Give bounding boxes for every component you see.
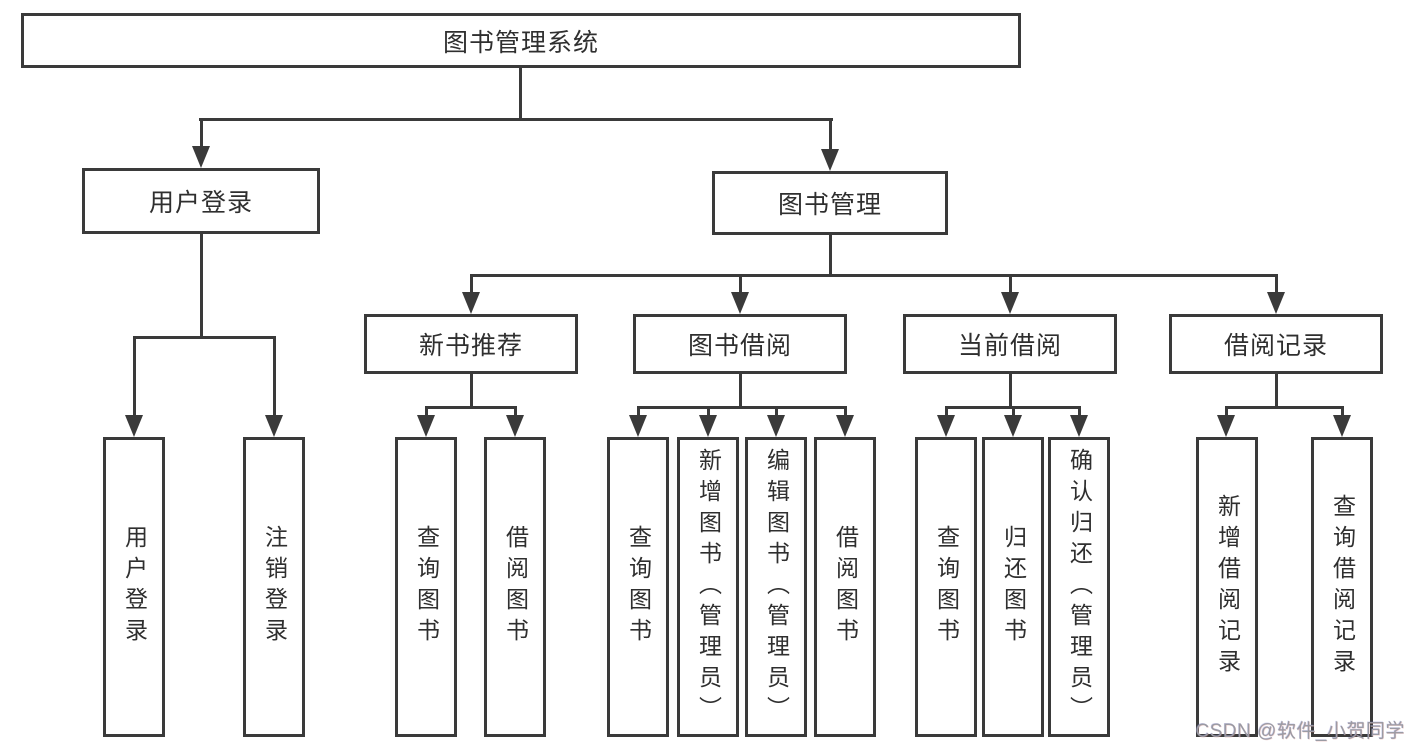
arrowhead-down-icon <box>629 415 647 437</box>
connector-line <box>707 406 710 418</box>
arrowhead-down-icon <box>462 292 480 314</box>
node-new-book-recommend: 新书推荐 <box>364 314 578 374</box>
connector-line <box>739 274 742 294</box>
leaf-nb-borrow-books: 借阅图书 <box>484 437 546 737</box>
csdn-watermark: CSDN @软件_小贺同学 <box>1195 721 1405 742</box>
arrowhead-down-icon <box>937 415 955 437</box>
arrowhead-down-icon <box>1217 415 1235 437</box>
connector-line <box>470 374 473 406</box>
connector-line <box>945 406 948 418</box>
arrowhead-down-icon <box>192 146 210 168</box>
connector-line <box>829 118 832 151</box>
leaf-user-login-label: 用户登录 <box>121 525 148 649</box>
leaf-nb-query-books-label: 查询图书 <box>413 525 440 649</box>
leaf-nb-borrow-books-label: 借阅图书 <box>502 525 529 649</box>
connector-line <box>1341 406 1344 418</box>
arrowhead-down-icon <box>125 415 143 437</box>
connector-line <box>1009 374 1012 406</box>
connector-line <box>199 118 833 121</box>
leaf-cb-return-books: 归还图书 <box>982 437 1044 737</box>
connector-line <box>470 274 473 294</box>
node-root-label: 图书管理系统 <box>442 28 599 57</box>
connector-line <box>1225 406 1344 409</box>
arrowhead-down-icon <box>1070 415 1088 437</box>
leaf-br-query-record: 查询借阅记录 <box>1311 437 1373 737</box>
node-book-management-label: 图书管理 <box>777 191 882 219</box>
node-root: 图书管理系统 <box>21 13 1021 68</box>
node-current-borrow: 当前借阅 <box>903 314 1117 374</box>
arrowhead-down-icon <box>1001 292 1019 314</box>
connector-line <box>739 374 742 406</box>
arrowhead-down-icon <box>821 149 839 171</box>
leaf-nb-query-books: 查询图书 <box>395 437 457 737</box>
connector-line <box>1225 406 1228 418</box>
connector-line <box>637 406 847 409</box>
arrowhead-down-icon <box>767 415 785 437</box>
leaf-cb-confirm-return-admin-label: 确认归还（管理员） <box>1066 447 1093 727</box>
leaf-logout-label: 注销登录 <box>261 525 288 649</box>
connector-line <box>1009 274 1012 294</box>
arrowhead-down-icon <box>731 292 749 314</box>
connector-line <box>200 118 203 148</box>
connector-line <box>425 406 428 418</box>
connector-line <box>829 235 832 274</box>
arrowhead-down-icon <box>836 415 854 437</box>
leaf-user-login: 用户登录 <box>103 437 165 737</box>
connector-line <box>200 234 203 336</box>
node-borrow-records-label: 借阅记录 <box>1223 332 1328 360</box>
connector-line <box>1012 406 1015 418</box>
connector-line <box>844 406 847 418</box>
node-current-borrow-label: 当前借阅 <box>957 332 1062 360</box>
node-new-book-recommend-label: 新书推荐 <box>418 332 523 360</box>
connector-line <box>775 406 778 418</box>
node-book-borrow-label: 图书借阅 <box>687 332 792 360</box>
connector-line <box>519 68 522 118</box>
leaf-bb-edit-books-admin-label: 编辑图书（管理员） <box>763 447 790 727</box>
arrowhead-down-icon <box>265 415 283 437</box>
leaf-bb-add-books-admin: 新增图书（管理员） <box>677 437 739 737</box>
leaf-bb-query-books-label: 查询图书 <box>625 525 652 649</box>
leaf-br-query-record-label: 查询借阅记录 <box>1329 494 1356 680</box>
connector-line <box>637 406 640 418</box>
leaf-logout: 注销登录 <box>243 437 305 737</box>
leaf-bb-edit-books-admin: 编辑图书（管理员） <box>745 437 807 737</box>
arrowhead-down-icon <box>506 415 524 437</box>
arrowhead-down-icon <box>1267 292 1285 314</box>
leaf-br-add-record-label: 新增借阅记录 <box>1214 494 1241 680</box>
leaf-cb-confirm-return-admin: 确认归还（管理员） <box>1048 437 1110 737</box>
leaf-cb-query-books-label: 查询图书 <box>933 525 960 649</box>
leaf-br-add-record: 新增借阅记录 <box>1196 437 1258 737</box>
leaf-bb-borrow-books-label: 借阅图书 <box>832 525 859 649</box>
arrowhead-down-icon <box>1333 415 1351 437</box>
connector-line <box>1275 374 1278 406</box>
connector-line <box>514 406 517 418</box>
node-user-login-label: 用户登录 <box>148 189 253 217</box>
connector-line <box>273 336 276 417</box>
arrowhead-down-icon <box>1004 415 1022 437</box>
leaf-cb-query-books: 查询图书 <box>915 437 977 737</box>
leaf-bb-borrow-books: 借阅图书 <box>814 437 876 737</box>
arrowhead-down-icon <box>699 415 717 437</box>
node-user-login: 用户登录 <box>82 168 320 234</box>
connector-line <box>133 336 136 417</box>
connector-line <box>1275 274 1278 294</box>
leaf-bb-add-books-admin-label: 新增图书（管理员） <box>695 447 722 727</box>
connector-line <box>1078 406 1081 418</box>
node-book-management: 图书管理 <box>712 171 948 235</box>
connector-line <box>133 336 276 339</box>
arrowhead-down-icon <box>417 415 435 437</box>
connector-line <box>470 274 1278 277</box>
node-book-borrow: 图书借阅 <box>633 314 847 374</box>
leaf-bb-query-books: 查询图书 <box>607 437 669 737</box>
leaf-cb-return-books-label: 归还图书 <box>1000 525 1027 649</box>
node-borrow-records: 借阅记录 <box>1169 314 1383 374</box>
connector-line <box>425 406 517 409</box>
